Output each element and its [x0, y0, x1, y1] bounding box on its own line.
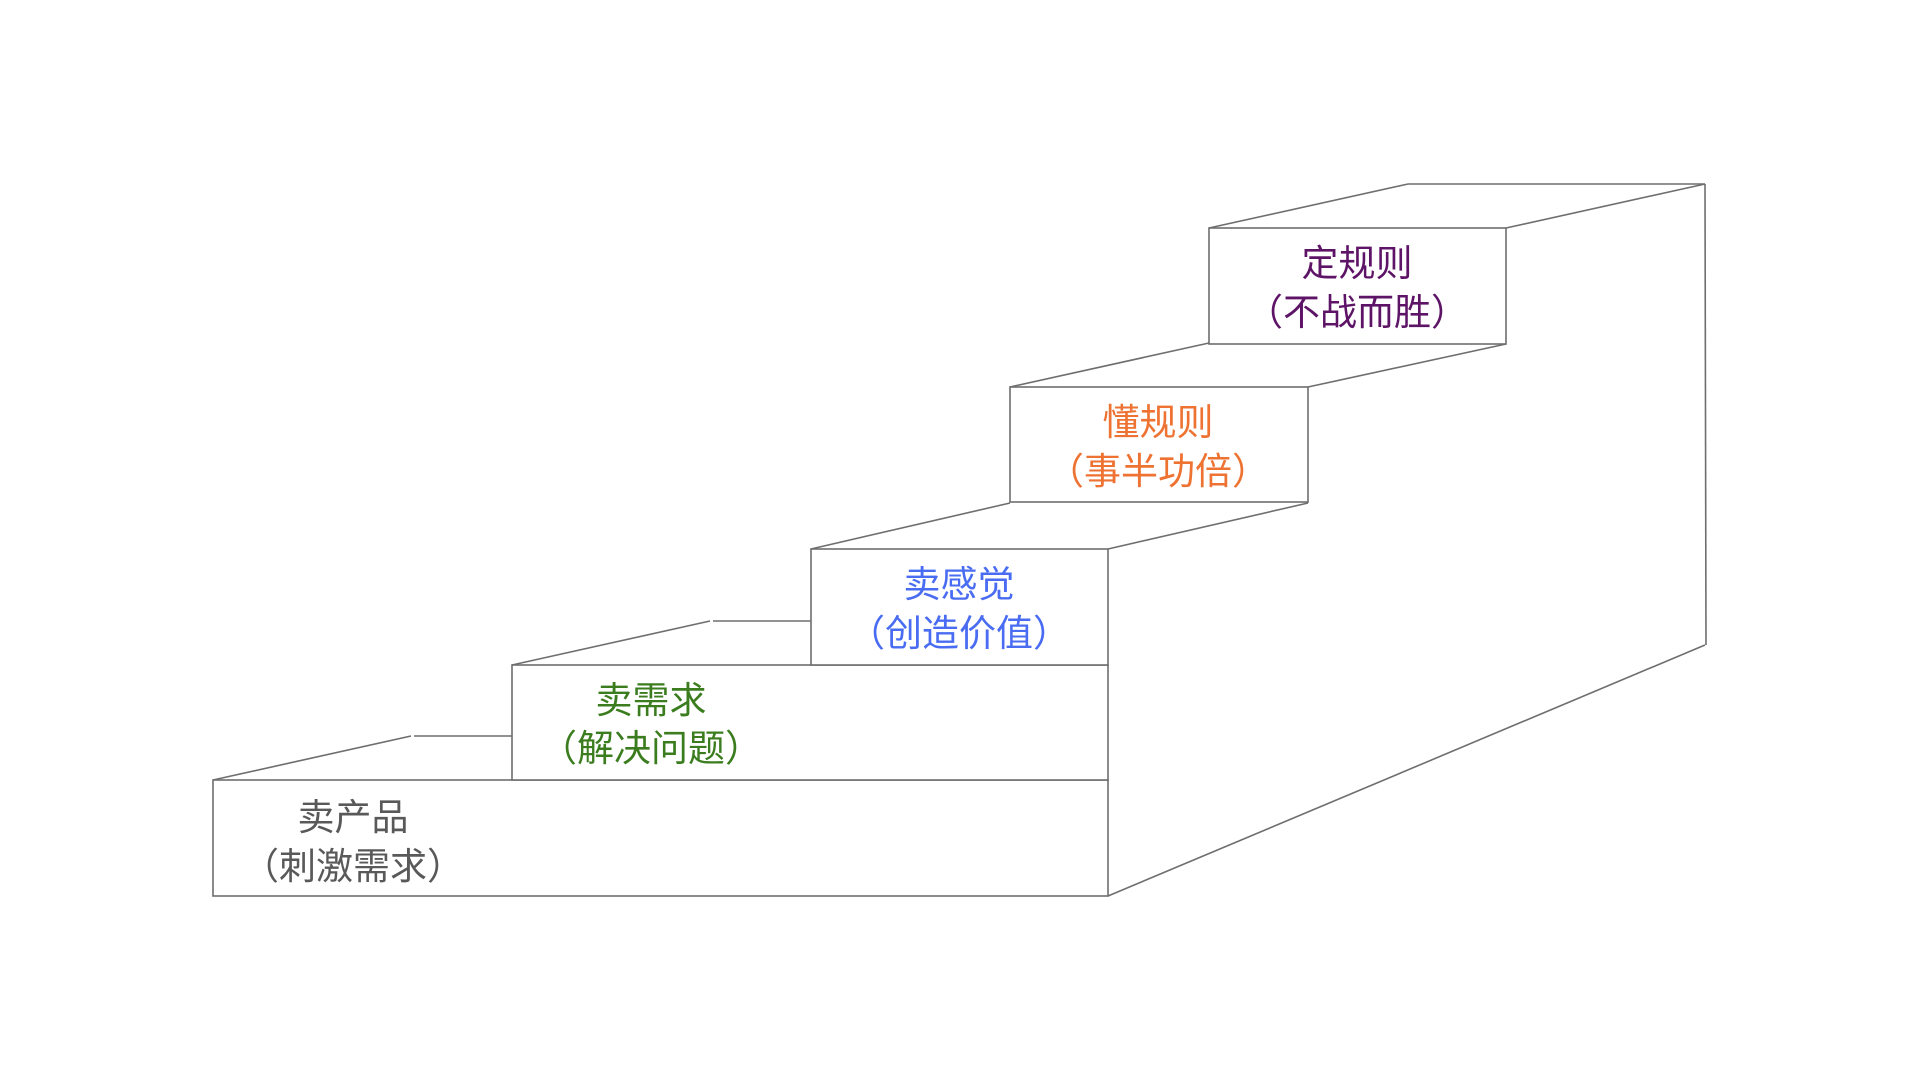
step-2-subtitle: （解决问题） [540, 727, 762, 770]
step-4-subtitle: （事半功倍） [1047, 450, 1269, 493]
step-1-label: 卖产品 （刺激需求） [242, 796, 464, 888]
step-5-label: 定规则 （不战而胜） [1246, 242, 1468, 334]
step-3-title: 卖感觉 [904, 563, 1015, 606]
step-3-subtitle: （创造价值） [848, 612, 1070, 655]
step-4-face [1009, 386, 1309, 503]
step-3-face [810, 548, 1109, 666]
step-1-subtitle: （刺激需求） [242, 845, 464, 888]
step-4-label: 懂规则 （事半功倍） [1047, 401, 1269, 493]
step-2-face [511, 664, 1109, 781]
step-3-label: 卖感觉 （创造价值） [848, 563, 1070, 655]
step-5-title: 定规则 [1302, 242, 1413, 285]
step-2-title: 卖需求 [596, 679, 707, 722]
step-5-face [1208, 227, 1507, 345]
step-5-subtitle: （不战而胜） [1246, 291, 1468, 334]
step-1-title: 卖产品 [298, 796, 409, 839]
step-1-face [212, 779, 1109, 897]
step-4-title: 懂规则 [1103, 401, 1214, 444]
step-2-label: 卖需求 （解决问题） [540, 679, 762, 770]
staircase-outline [212, 183, 1707, 897]
